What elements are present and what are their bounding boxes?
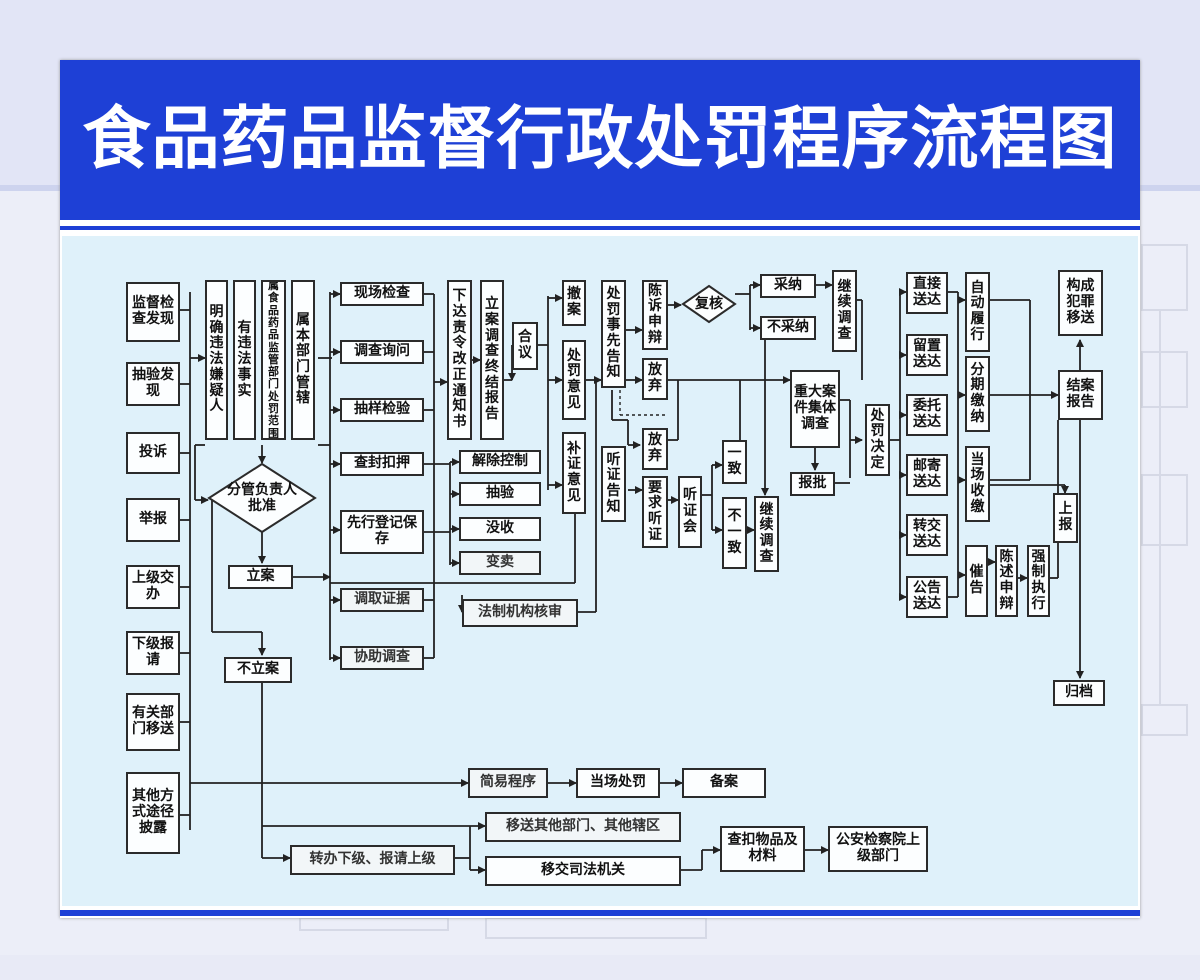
report-upward: 上报	[1053, 493, 1078, 543]
delivery-leave: 留置送达	[906, 334, 948, 376]
source-supervision-inspection: 监督检查发现	[126, 282, 180, 342]
exec-urge: 催告	[965, 545, 988, 617]
onsite-penalty: 当场处罚	[576, 768, 660, 798]
opinion-penalty: 处罚意见	[562, 340, 586, 420]
prior-notice: 处罚事先告知	[601, 280, 626, 388]
invest-assist: 协助调查	[340, 646, 424, 670]
report-approval: 报批	[790, 472, 835, 496]
criterion-facts: 有违法事实	[233, 280, 256, 440]
criterion-suspect: 明确违法嫌疑人	[205, 280, 228, 440]
waive-2: 放弃	[642, 428, 668, 470]
exec-installment: 分期缴纳	[965, 356, 990, 432]
correction-notice: 下达责令改正通知书	[447, 280, 472, 440]
public-security-prosecution: 公安检察院上级部门	[828, 826, 928, 872]
record-filing: 备案	[682, 768, 766, 798]
source-sampling-finding: 抽验发现	[126, 362, 180, 406]
hearing-inconsistent: 不一致	[722, 497, 747, 569]
investigation-report: 立案调查终结报告	[480, 280, 504, 440]
transfer-other-departments: 移送其他部门、其他辖区	[485, 812, 681, 842]
criterion-scope: 属食品药品监管部门处罚范围	[261, 280, 286, 440]
delivery-mail: 邮寄送达	[906, 454, 948, 496]
transfer-judicial: 移交司法机关	[485, 856, 681, 886]
enforce-statement: 陈述申辩	[995, 545, 1018, 617]
delivery-direct: 直接送达	[906, 272, 948, 314]
invest-sampling: 抽样检验	[340, 398, 424, 422]
exec-onsite-collect: 当场收缴	[965, 446, 990, 522]
review-diamond	[681, 284, 737, 324]
page-title: 食品药品监督行政处罚程序流程图	[82, 100, 1118, 179]
source-report: 举报	[126, 498, 180, 542]
simple-procedure: 简易程序	[468, 768, 548, 798]
criterion-jurisdiction: 属本部门管辖	[291, 280, 315, 440]
crime-transfer: 构成犯罪移送	[1058, 270, 1103, 336]
request-hearing: 要求听证	[642, 476, 668, 548]
approval-diamond	[207, 462, 317, 534]
delivery-announcement: 公告送达	[906, 576, 948, 618]
node-file-case: 立案	[228, 565, 293, 589]
invest-onsite: 现场检查	[340, 282, 424, 306]
node-no-file-case: 不立案	[224, 657, 292, 683]
source-complaint: 投诉	[126, 432, 180, 474]
outcome-confiscate: 没收	[459, 517, 541, 541]
closing-report: 结案报告	[1058, 370, 1103, 420]
opinion-supplement: 补证意见	[562, 432, 586, 514]
outcome-release: 解除控制	[459, 450, 541, 474]
title-banner	[60, 60, 1140, 220]
continue-investigation-1: 继续调查	[832, 270, 857, 352]
legal-review: 法制机构核审	[462, 599, 578, 627]
seized-materials: 查扣物品及材料	[720, 826, 805, 872]
source-department-transfer: 有关部门移送	[126, 693, 180, 751]
source-subordinate-request: 下级报请	[126, 631, 180, 675]
invest-seizure: 查封扣押	[340, 452, 424, 476]
review-accept: 采纳	[760, 274, 816, 298]
hearing-notice: 听证告知	[601, 446, 626, 522]
opinion-withdraw: 撤案	[562, 280, 586, 326]
collective-review: 重大案件集体调查	[790, 370, 840, 448]
divider-top	[60, 226, 1140, 230]
delivery-forward: 转交送达	[906, 514, 948, 556]
waive-1: 放弃	[642, 358, 668, 400]
delivery-entrust: 委托送达	[906, 394, 948, 436]
hearing-consistent: 一致	[722, 440, 747, 484]
invest-preregistration: 先行登记保存	[340, 510, 424, 554]
archive: 归档	[1053, 680, 1105, 706]
outcome-test: 抽验	[459, 482, 541, 506]
hearing-meeting: 听证会	[678, 476, 702, 548]
deliberation: 合议	[512, 322, 538, 370]
penalty-decision: 处罚决定	[865, 404, 890, 476]
review-label: 复核	[695, 295, 723, 312]
invest-inquiry: 调查询问	[340, 340, 424, 364]
exec-voluntary: 自动履行	[965, 272, 990, 352]
source-other-channels: 其他方式途径披露	[126, 772, 180, 854]
review-reject: 不采纳	[760, 316, 816, 340]
invest-collect-evidence: 调取证据	[340, 588, 424, 612]
approval-label: 分管负责人批准	[227, 481, 297, 514]
continue-investigation-2: 继续调查	[754, 496, 779, 572]
transfer-up-down: 转办下级、报请上级	[290, 845, 455, 875]
source-superior-assigned: 上级交办	[126, 565, 180, 609]
enforce-compulsory: 强制执行	[1027, 545, 1050, 617]
outcome-sell: 变卖	[459, 551, 541, 575]
divider-bottom	[60, 910, 1140, 916]
defense: 陈诉申辩	[642, 280, 668, 350]
